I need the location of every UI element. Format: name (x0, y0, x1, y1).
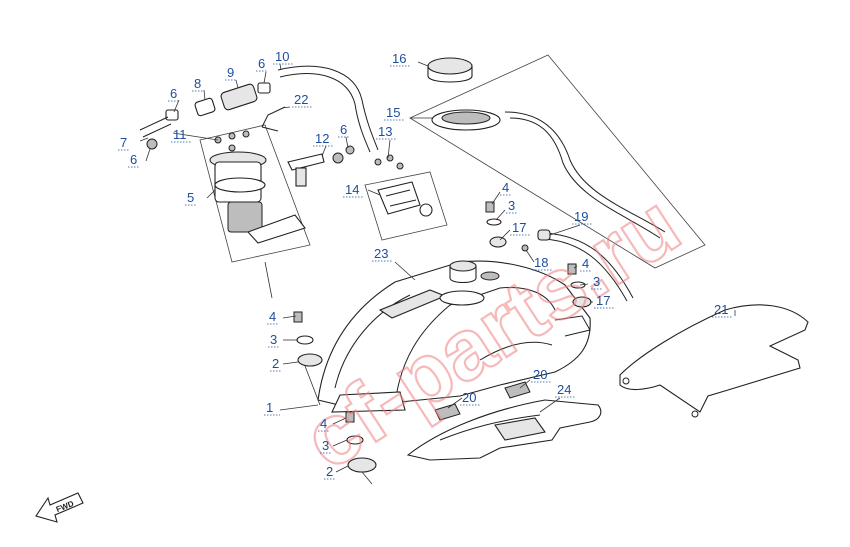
callout-4b: 4 (320, 416, 327, 431)
fuel-pump (209, 151, 306, 244)
callout-labels: 1 2 2 3 3 3 3 4 4 4 4 5 6 6 6 6 7 8 9 (118, 49, 732, 480)
pump-group-box (199, 124, 311, 263)
heat-shield (619, 304, 809, 413)
callout-17a: 17 (512, 220, 526, 235)
callout-20b: 20 (533, 367, 547, 382)
cap-flange (431, 109, 501, 131)
callout-3b: 3 (322, 438, 329, 453)
sensor-group-box (364, 171, 448, 241)
fuel-hose (277, 65, 379, 151)
callout-18: 18 (534, 255, 548, 270)
breather-hose (504, 111, 666, 233)
clip-18 (521, 244, 529, 252)
callout-11: 11 (173, 127, 187, 142)
leader-lines (139, 61, 736, 473)
callout-14: 14 (345, 182, 359, 197)
callout-2b: 2 (326, 464, 333, 479)
callout-12: 12 (315, 131, 329, 146)
cap-group-box (409, 54, 706, 269)
callout-17b: 17 (596, 293, 610, 308)
bracket (261, 106, 286, 132)
callout-1: 1 (266, 400, 273, 415)
callout-3d: 3 (593, 274, 600, 289)
callout-4a: 4 (269, 309, 276, 324)
callout-6b: 6 (258, 56, 265, 71)
callout-9: 9 (227, 65, 234, 80)
callout-5: 5 (187, 190, 194, 205)
callout-8: 8 (194, 76, 201, 91)
callout-24: 24 (557, 382, 571, 397)
callout-21: 21 (714, 302, 728, 317)
callout-20a: 20 (462, 390, 476, 405)
callout-4c: 4 (502, 180, 509, 195)
sensor-unit (374, 154, 433, 217)
callout-7: 7 (120, 135, 127, 150)
callout-6c: 6 (130, 152, 137, 167)
filler-cap (427, 57, 473, 83)
callout-3c: 3 (508, 198, 515, 213)
callout-23: 23 (374, 246, 388, 261)
callout-13: 13 (378, 124, 392, 139)
mount-stack-right-upper (485, 201, 507, 248)
vent-hose (544, 232, 634, 299)
mount-stack-right-lower (567, 263, 592, 308)
callout-16: 16 (392, 51, 406, 66)
mount-stack-left-upper (293, 311, 323, 406)
callout-6a: 6 (170, 86, 177, 101)
screws-11 (214, 130, 250, 152)
fuel-tank (317, 260, 591, 413)
tank-support (406, 381, 602, 461)
callout-2a: 2 (272, 356, 279, 371)
callout-22: 22 (294, 92, 308, 107)
fuel-filter (139, 82, 271, 150)
callout-15: 15 (386, 105, 400, 120)
callout-10: 10 (275, 49, 289, 64)
callout-4d: 4 (582, 256, 589, 271)
callout-6d: 6 (340, 122, 347, 137)
fwd-arrow-icon: FWD (35, 492, 84, 523)
callout-3a: 3 (270, 332, 277, 347)
callout-19: 19 (574, 209, 588, 224)
quick-connector (287, 145, 355, 187)
